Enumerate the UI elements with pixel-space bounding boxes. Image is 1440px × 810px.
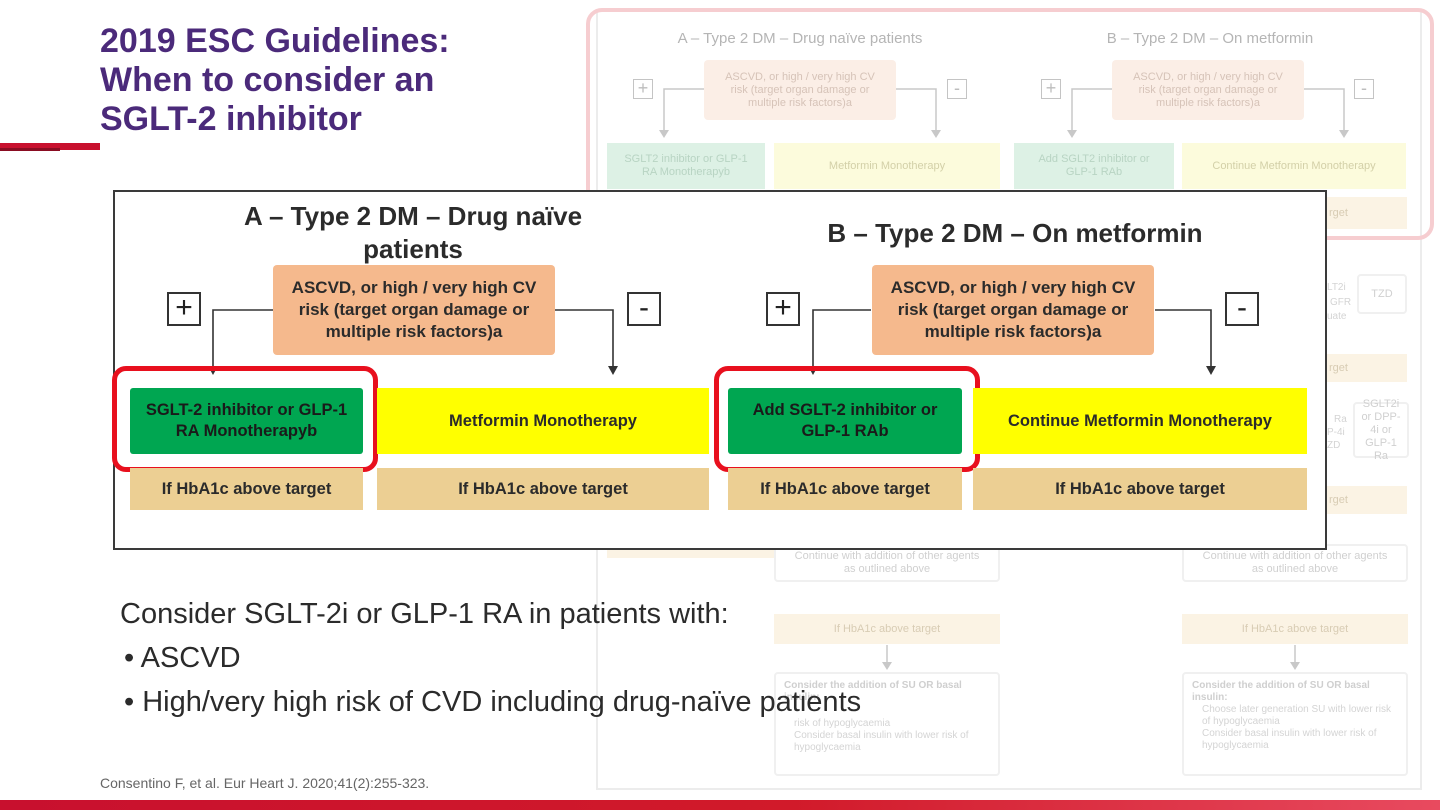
bg-risk-b: ASCVD, or high / very high CV risk (targ…	[1112, 60, 1304, 120]
panel-header-b: B – Type 2 DM – On metformin	[827, 218, 1203, 248]
bg-su-a-bullet-1: risk of hypoglycaemia	[794, 718, 891, 729]
title-line-3: SGLT-2 inhibitor	[100, 100, 362, 138]
title-accent-rule	[0, 143, 100, 150]
bg-su-box-a: Consider the addition of SU OR basal ins…	[774, 672, 1000, 776]
hba1c-box-b2: If HbA1c above target	[973, 468, 1307, 510]
bg-continue-b: Continue with addition of other agents a…	[1182, 544, 1408, 582]
bg-plus-b: +	[1041, 79, 1061, 99]
hba1c-box-a1: If HbA1c above target	[130, 468, 363, 510]
risk-box-b: ASCVD, or high / very high CV risk (targ…	[872, 265, 1154, 355]
bg-risk-a: ASCVD, or high / very high CV risk (targ…	[704, 60, 896, 120]
bg-zd-fragment: ZD	[1327, 440, 1341, 451]
bg-su-a-bullet-2: Consider basal insulin with lower risk o…	[794, 730, 969, 753]
bg-b-sglt: Add SGLT2 inhibitor or GLP-1 RAb	[1014, 143, 1174, 189]
consider-bullet-cvd-risk: • High/very high risk of CVD including d…	[124, 686, 862, 718]
bg-uate-fragment: uate	[1327, 311, 1347, 322]
bg-target-fragment-3: rget	[1327, 486, 1407, 514]
bg-b-metformin: Continue Metformin Monotherapy	[1182, 143, 1406, 189]
bg-tzd: TZD	[1357, 274, 1407, 314]
consider-heading: Consider SGLT-2i or GLP-1 RA in patients…	[120, 598, 729, 630]
bg-su-b-bullet-1: Choose later generation SU with lower ri…	[1202, 704, 1391, 727]
bg-target-fragment-2: rget	[1327, 354, 1407, 382]
bg-ra-fragment: Ra	[1334, 414, 1347, 425]
metformin-monotherapy-box: Metformin Monotherapy	[377, 388, 709, 454]
bg-sglt2i-or: SGLT2i or DPP-4i or GLP-1 Ra	[1353, 398, 1409, 462]
title-line-2: When to consider an	[100, 61, 435, 99]
bg-header-b: B – Type 2 DM – On metformin	[1106, 29, 1314, 47]
consider-bullet-ascvd: • ASCVD	[124, 642, 241, 674]
bg-minus-a: -	[947, 79, 967, 99]
bg-su-box-b: Consider the addition of SU OR basal ins…	[1182, 672, 1408, 776]
panel-header-a: A – Type 2 DM – Drug naïve patients	[243, 201, 583, 264]
bg-a-sglt: SGLT2 inhibitor or GLP-1 RA Monotherapyb	[607, 143, 765, 189]
bg-hba1c-a: If HbA1c above target	[774, 614, 1000, 644]
consider-statement: Consider SGLT-2i or GLP-1 RA in patients…	[120, 592, 861, 724]
slide-title: 2019 ESC Guidelines: When to consider an…	[100, 22, 520, 139]
bg-lt2i-fragment: LT2i	[1327, 282, 1346, 293]
plus-sign-a: +	[167, 292, 201, 326]
title-line-1: 2019 ESC Guidelines:	[100, 22, 450, 60]
bg-target-fragment: rget	[1327, 197, 1407, 229]
bottom-accent-bar	[0, 800, 1440, 810]
bg-plus-a: +	[633, 79, 653, 99]
hba1c-box-a2: If HbA1c above target	[377, 468, 709, 510]
sglt2-monotherapy-box: SGLT-2 inhibitor or GLP-1 RA Monotherapy…	[130, 388, 363, 454]
bg-su-b-heading: Consider the addition of SU OR basal ins…	[1192, 680, 1370, 703]
bg-p4i-fragment: P-4i	[1327, 427, 1345, 438]
risk-box-a: ASCVD, or high / very high CV risk (targ…	[273, 265, 555, 355]
bg-a-tan-strip	[607, 550, 793, 558]
minus-sign-b: -	[1225, 292, 1259, 326]
bg-gfr-fragment: GFR	[1330, 297, 1352, 308]
continue-metformin-box: Continue Metformin Monotherapy	[973, 388, 1307, 454]
reference-citation: Consentino F, et al. Eur Heart J. 2020;4…	[100, 775, 430, 791]
zoomed-algorithm-panel: A – Type 2 DM – Drug naïve patients B – …	[112, 190, 1327, 550]
title-accent-shade	[0, 148, 60, 151]
bg-minus-b: -	[1354, 79, 1374, 99]
bg-continue-a: Continue with addition of other agents a…	[774, 544, 1000, 582]
hba1c-box-b1: If HbA1c above target	[728, 468, 962, 510]
minus-sign-a: -	[627, 292, 661, 326]
bg-a-metformin: Metformin Monotherapy	[774, 143, 1000, 189]
bg-su-a-heading: Consider the addition of SU OR basal ins…	[784, 680, 962, 703]
add-sglt2-box: Add SGLT-2 inhibitor or GLP-1 RAb	[728, 388, 962, 454]
bg-header-a: A – Type 2 DM – Drug naïve patients	[677, 29, 923, 47]
bg-hba1c-b: If HbA1c above target	[1182, 614, 1408, 644]
plus-sign-b: +	[766, 292, 800, 326]
bg-su-b-bullet-2: Consider basal insulin with lower risk o…	[1202, 728, 1377, 751]
